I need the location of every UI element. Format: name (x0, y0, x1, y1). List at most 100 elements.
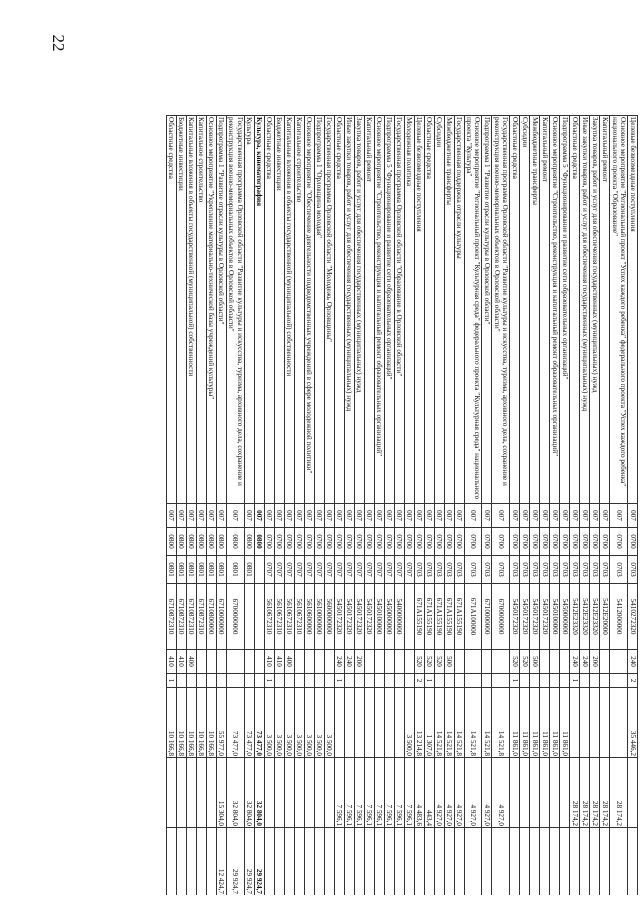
funding-source-code-cell (434, 673, 445, 688)
subsection-code-cell: 0801 (176, 555, 187, 584)
row-name-cell: Капитальный ремонт (539, 115, 550, 504)
expense-type-cell: 410 (264, 649, 275, 674)
section-code-cell: 0700 (294, 527, 305, 556)
amount-year3-cell (294, 827, 305, 895)
subsection-code-cell: 0707 (344, 555, 355, 584)
amount-year2-cell (196, 757, 207, 828)
ministry-code-cell: 007 (216, 503, 227, 528)
table-row: Государственная программа Орловской обла… (394, 115, 405, 895)
subsection-code-cell: 0707 (274, 555, 285, 584)
section-code-cell: 0700 (304, 527, 315, 556)
funding-source-code-cell: 1 (509, 673, 520, 688)
amount-year2-cell (314, 757, 325, 828)
row-name-cell: Капитальные вложения в объекты государст… (284, 115, 295, 504)
row-name-cell: Подпрограмма 1 "Развитие отрасли культур… (481, 115, 492, 504)
section-code-cell: 0800 (226, 527, 245, 556)
amount-year1-cell (394, 687, 405, 758)
table-row: Основное мероприятие "Обеспечение деятел… (304, 115, 315, 895)
expense-type-cell (324, 649, 335, 674)
subsection-code-cell: 0703 (589, 555, 600, 584)
funding-source-code-cell (404, 673, 415, 688)
amount-year3-cell (491, 827, 510, 895)
expense-type-cell (314, 649, 325, 674)
funding-source-code-cell: 1 (264, 673, 275, 688)
ministry-code-cell: 007 (334, 503, 345, 528)
table-row: Подпрограмма 1 "Развитие отрасли культур… (216, 115, 227, 895)
ministry-code-cell: 007 (294, 503, 305, 528)
row-name-cell: Закупка товаров, работ и услуг для обесп… (589, 115, 600, 504)
amount-year2-cell (274, 757, 285, 828)
target-article-cell: 5450172320 (529, 583, 540, 650)
row-name-cell: Областные средства (264, 115, 275, 504)
expense-type-cell: 410 (176, 649, 187, 674)
subsection-code-cell: 0703 (464, 555, 482, 584)
expense-type-cell: 500 (444, 649, 455, 674)
section-code-cell: 0800 (176, 527, 187, 556)
amount-year1-cell: 11 861,0 (549, 687, 560, 758)
amount-year1-cell: 10 166,8 (166, 687, 177, 758)
amount-year3-cell (206, 827, 217, 895)
amount-year3-cell (609, 827, 628, 895)
target-article-cell: 6710000000 (216, 583, 227, 650)
target-article-cell: 5450100000 (374, 583, 385, 650)
row-name-cell: Основное мероприятие "Обеспечение деятел… (304, 115, 315, 504)
funding-source-code-cell (196, 673, 207, 688)
funding-source-code-cell (226, 673, 245, 688)
ministry-code-cell: 007 (254, 503, 265, 528)
amount-year1-cell: 11 861,0 (539, 687, 550, 758)
subsection-code-cell: 0703 (424, 555, 435, 584)
table-row: Государственная программа Орловской обла… (324, 115, 335, 895)
amount-year3-cell (166, 827, 177, 895)
ministry-code-cell: 007 (444, 503, 455, 528)
target-article-cell: 671A155190 (444, 583, 455, 650)
expense-type-cell: 520 (509, 649, 520, 674)
section-code-cell: 0700 (579, 527, 590, 556)
target-article-cell: 6700000000 (491, 583, 510, 650)
amount-year3-cell (579, 827, 590, 895)
subsection-code-cell (254, 555, 265, 584)
expense-type-cell (481, 649, 492, 674)
amount-year3-cell (264, 827, 275, 895)
section-code-cell: 0700 (589, 527, 600, 556)
amount-year3-cell (454, 827, 465, 895)
row-name-cell: Государственная программа Орловской обла… (394, 115, 405, 504)
expense-type-cell: 410 (274, 649, 285, 674)
table-row: Подпрограмма 1 "Развитие отрасли культур… (481, 115, 492, 895)
expense-type-cell (394, 649, 405, 674)
amount-year3-cell (344, 827, 355, 895)
funding-source-code-cell (304, 673, 315, 688)
amount-year2-cell: 32 804,0 (244, 757, 255, 828)
expense-type-cell (196, 649, 207, 674)
expense-type-cell (244, 649, 255, 674)
page-number-text: 22 (49, 34, 68, 52)
subsection-code-cell: 0703 (599, 555, 610, 584)
amount-year1-cell: 3 500,0 (314, 687, 325, 758)
amount-year3-cell (509, 827, 520, 895)
target-article-cell: 671A100000 (464, 583, 482, 650)
expense-type-cell (206, 649, 217, 674)
table-row: Закупка товаров, работ и услуг для обесп… (354, 115, 365, 895)
expense-type-cell (254, 649, 265, 674)
ministry-code-cell: 007 (384, 503, 395, 528)
amount-year1-cell: 14 521,8 (491, 687, 510, 758)
ministry-code-cell: 007 (434, 503, 445, 528)
row-name-cell: Субсидии (519, 115, 530, 504)
row-name-cell: Капитальное строительство (196, 115, 207, 504)
expense-type-cell: 240 (344, 649, 355, 674)
row-name-cell: Государственная программа Орловской обла… (226, 115, 245, 504)
section-code-cell: 0700 (284, 527, 295, 556)
section-code-cell: 0700 (539, 527, 550, 556)
subsection-code-cell: 0703 (627, 555, 638, 584)
row-name-cell: Целевые безвозмездные поступления (627, 115, 638, 504)
amount-year1-cell (354, 687, 365, 758)
amount-year1-cell: 35 446,2 (627, 687, 638, 758)
